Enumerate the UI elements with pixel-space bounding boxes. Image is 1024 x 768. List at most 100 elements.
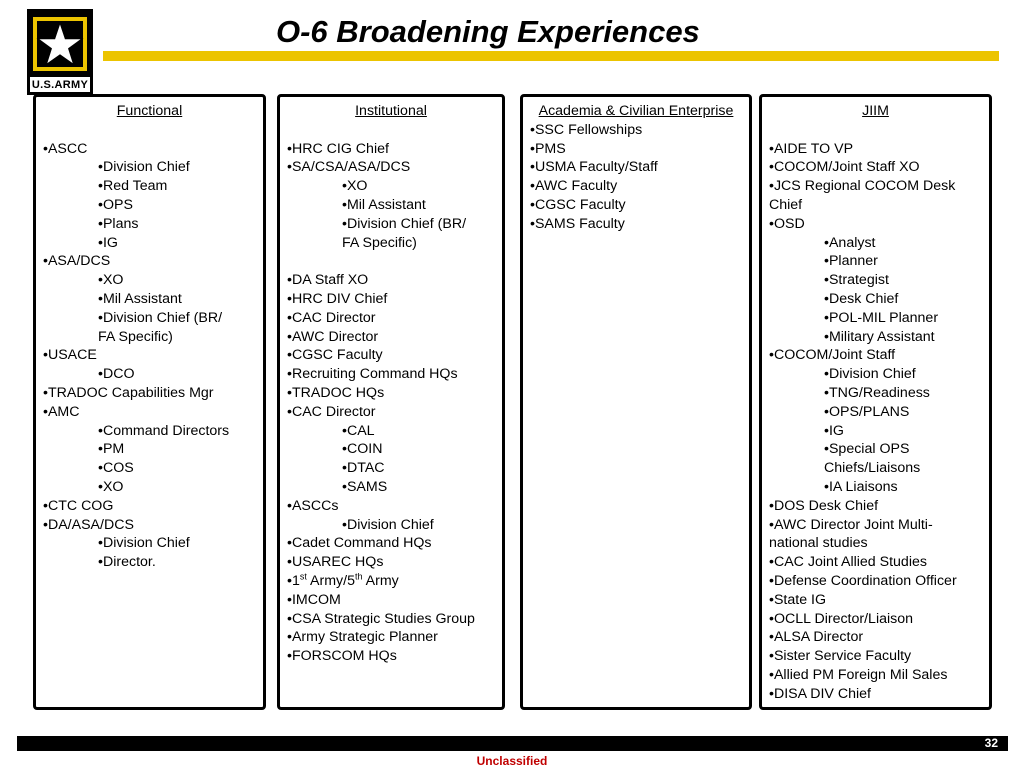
- sub-list-item: •PM: [98, 441, 125, 458]
- list-item: •ASA/DCS: [43, 253, 111, 270]
- list-item: •Defense Coordination Officer: [769, 572, 957, 589]
- list-item: •Recruiting Command HQs: [287, 366, 458, 383]
- list-item: Chief: [769, 196, 803, 213]
- sub-list-item: •TNG/Readiness: [824, 384, 930, 401]
- list-item: •CAC Director: [287, 309, 376, 326]
- list-item: •AMC: [43, 403, 80, 420]
- sub-list-item: •DCO: [98, 366, 135, 383]
- list-item: •HRC DIV Chief: [287, 290, 388, 307]
- spacer: [43, 121, 256, 140]
- sub-list-item: •IA Liaisons: [824, 478, 898, 495]
- column-functional: Functional•ASCC•Division Chief•Red Team•…: [33, 94, 266, 710]
- sub-list-item: •CAL: [342, 422, 375, 439]
- classification-label: Unclassified: [476, 754, 548, 768]
- sub-list-item: •POL-MIL Planner: [824, 309, 939, 326]
- sub-list-item: •Division Chief (BR/: [98, 309, 223, 326]
- list-item: •CTC COG: [43, 497, 114, 514]
- army-wordmark: U.S.ARMY: [30, 77, 90, 92]
- list-item: •CAC Director: [287, 403, 376, 420]
- list-item: •SSC Fellowships: [530, 121, 643, 138]
- list-item: •SAMS Faculty: [530, 215, 625, 232]
- list-item: •ALSA Director: [769, 629, 864, 646]
- sub-list-item: •Mil Assistant: [342, 196, 426, 213]
- list-item: •DA Staff XO: [287, 272, 369, 289]
- list-item: national studies: [769, 535, 868, 552]
- list-item: •CAC Joint Allied Studies: [769, 554, 927, 571]
- list-item: •TRADOC HQs: [287, 384, 385, 401]
- sub-list-item: •XO: [342, 178, 368, 195]
- sub-list-item: •Planner: [824, 253, 878, 270]
- sub-list-item: •Director.: [98, 554, 156, 571]
- list-item: •PMS: [530, 140, 566, 157]
- list-item: •Cadet Command HQs: [287, 535, 432, 552]
- star-icon: [33, 17, 87, 71]
- sub-list-item: •SAMS: [342, 478, 388, 495]
- list-item: •USMA Faculty/Staff: [530, 159, 658, 176]
- sub-list-item: •Division Chief (BR/: [342, 215, 467, 232]
- sub-list-item: •Analyst: [824, 234, 876, 251]
- sub-list-item: •IG: [824, 422, 844, 439]
- list-item: •1st Army/5th Army: [287, 571, 399, 589]
- list-item: •USACE: [43, 347, 97, 364]
- sub-list-item: Chiefs/Liaisons: [824, 460, 921, 477]
- list-item: •ASCCs: [287, 497, 339, 514]
- sub-list-item: •Special OPS: [824, 441, 910, 458]
- list-item: •Allied PM Foreign Mil Sales: [769, 666, 948, 683]
- sub-list-item: •Division Chief: [98, 159, 190, 176]
- column-institutional: Institutional •HRC CIG Chief •SA/CSA/ASA/D…: [277, 94, 505, 710]
- list-item: •AWC Director: [287, 328, 379, 345]
- sub-list-item: •Division Chief: [342, 516, 434, 533]
- list-item: •CGSC Faculty: [530, 196, 626, 213]
- column-heading: JIIM: [862, 103, 889, 119]
- sub-list-item: •DTAC: [342, 460, 385, 477]
- sub-list-item: •Division Chief: [98, 535, 190, 552]
- list-item: •JCS Regional COCOM Desk: [769, 178, 956, 195]
- list-item: •DOS Desk Chief: [769, 497, 879, 514]
- spacer: [287, 252, 495, 271]
- item-list: •SSC Fellowships •PMS •USMA Faculty/Staff •…: [530, 121, 742, 234]
- page-title: O-6 Broadening Experiences: [276, 14, 700, 49]
- column-jiim: JIIM •AIDE TO VP •COCOM/Joint Staff XO •JCS…: [759, 94, 992, 710]
- list-item: •HRC CIG Chief: [287, 140, 389, 157]
- sub-list-item: •Division Chief: [824, 366, 916, 383]
- sub-list-item: •Mil Assistant: [98, 290, 182, 307]
- sub-list-item: •XO: [98, 272, 124, 289]
- item-list: •HRC CIG Chief •SA/CSA/ASA/DCS •XO•Mil Ass…: [287, 140, 495, 666]
- army-wordmark-text: U.S.ARMY: [31, 78, 89, 91]
- sub-list-item: •Strategist: [824, 272, 889, 289]
- list-item: •AWC Faculty: [530, 178, 618, 195]
- spacer: [769, 121, 982, 140]
- item-list: •AIDE TO VP •COCOM/Joint Staff XO •JCS Reg…: [769, 140, 982, 704]
- list-item: •Army Strategic Planner: [287, 629, 438, 646]
- sub-list-item: •COS: [98, 460, 134, 477]
- list-item: •DA/ASA/DCS: [43, 516, 134, 533]
- list-item: •USAREC HQs: [287, 554, 384, 571]
- sub-list-item: •Desk Chief: [824, 290, 899, 307]
- sub-list-item: •Command Directors: [98, 422, 230, 439]
- list-item: •CSA Strategic Studies Group: [287, 610, 475, 627]
- list-item: •AWC Director Joint Multi-: [769, 516, 933, 533]
- sub-list-item: •XO: [98, 478, 124, 495]
- list-item: •CGSC Faculty: [287, 347, 383, 364]
- sub-list-item: •OPS/PLANS: [824, 403, 910, 420]
- column-heading: Institutional: [355, 103, 427, 119]
- column-heading: Functional: [116, 103, 183, 119]
- us-army-logo: U.S.ARMY: [27, 9, 93, 95]
- sub-list-item: •Plans: [98, 215, 139, 232]
- sub-list-item: FA Specific): [342, 234, 417, 251]
- page-number: 32: [984, 736, 998, 750]
- column-heading: Academia & Civilian Enterprise: [538, 103, 734, 119]
- list-item: •TRADOC Capabilities Mgr: [43, 384, 214, 401]
- list-item: •AIDE TO VP: [769, 140, 854, 157]
- column-academia-civilian: Academia & Civilian Enterprise •SSC Fello…: [520, 94, 752, 710]
- list-item: •SA/CSA/ASA/DCS: [287, 159, 411, 176]
- list-item: •COCOM/Joint Staff: [769, 347, 896, 364]
- sub-list-item: •IG: [98, 234, 118, 251]
- list-item: •COCOM/Joint Staff XO: [769, 159, 920, 176]
- title-underline: [103, 51, 999, 61]
- list-item: •FORSCOM HQs: [287, 648, 397, 665]
- list-item: •Sister Service Faculty: [769, 648, 912, 665]
- list-item: •ASCC: [43, 140, 88, 157]
- sub-list-item: •Military Assistant: [824, 328, 935, 345]
- list-item: •OCLL Director/Liaison: [769, 610, 914, 627]
